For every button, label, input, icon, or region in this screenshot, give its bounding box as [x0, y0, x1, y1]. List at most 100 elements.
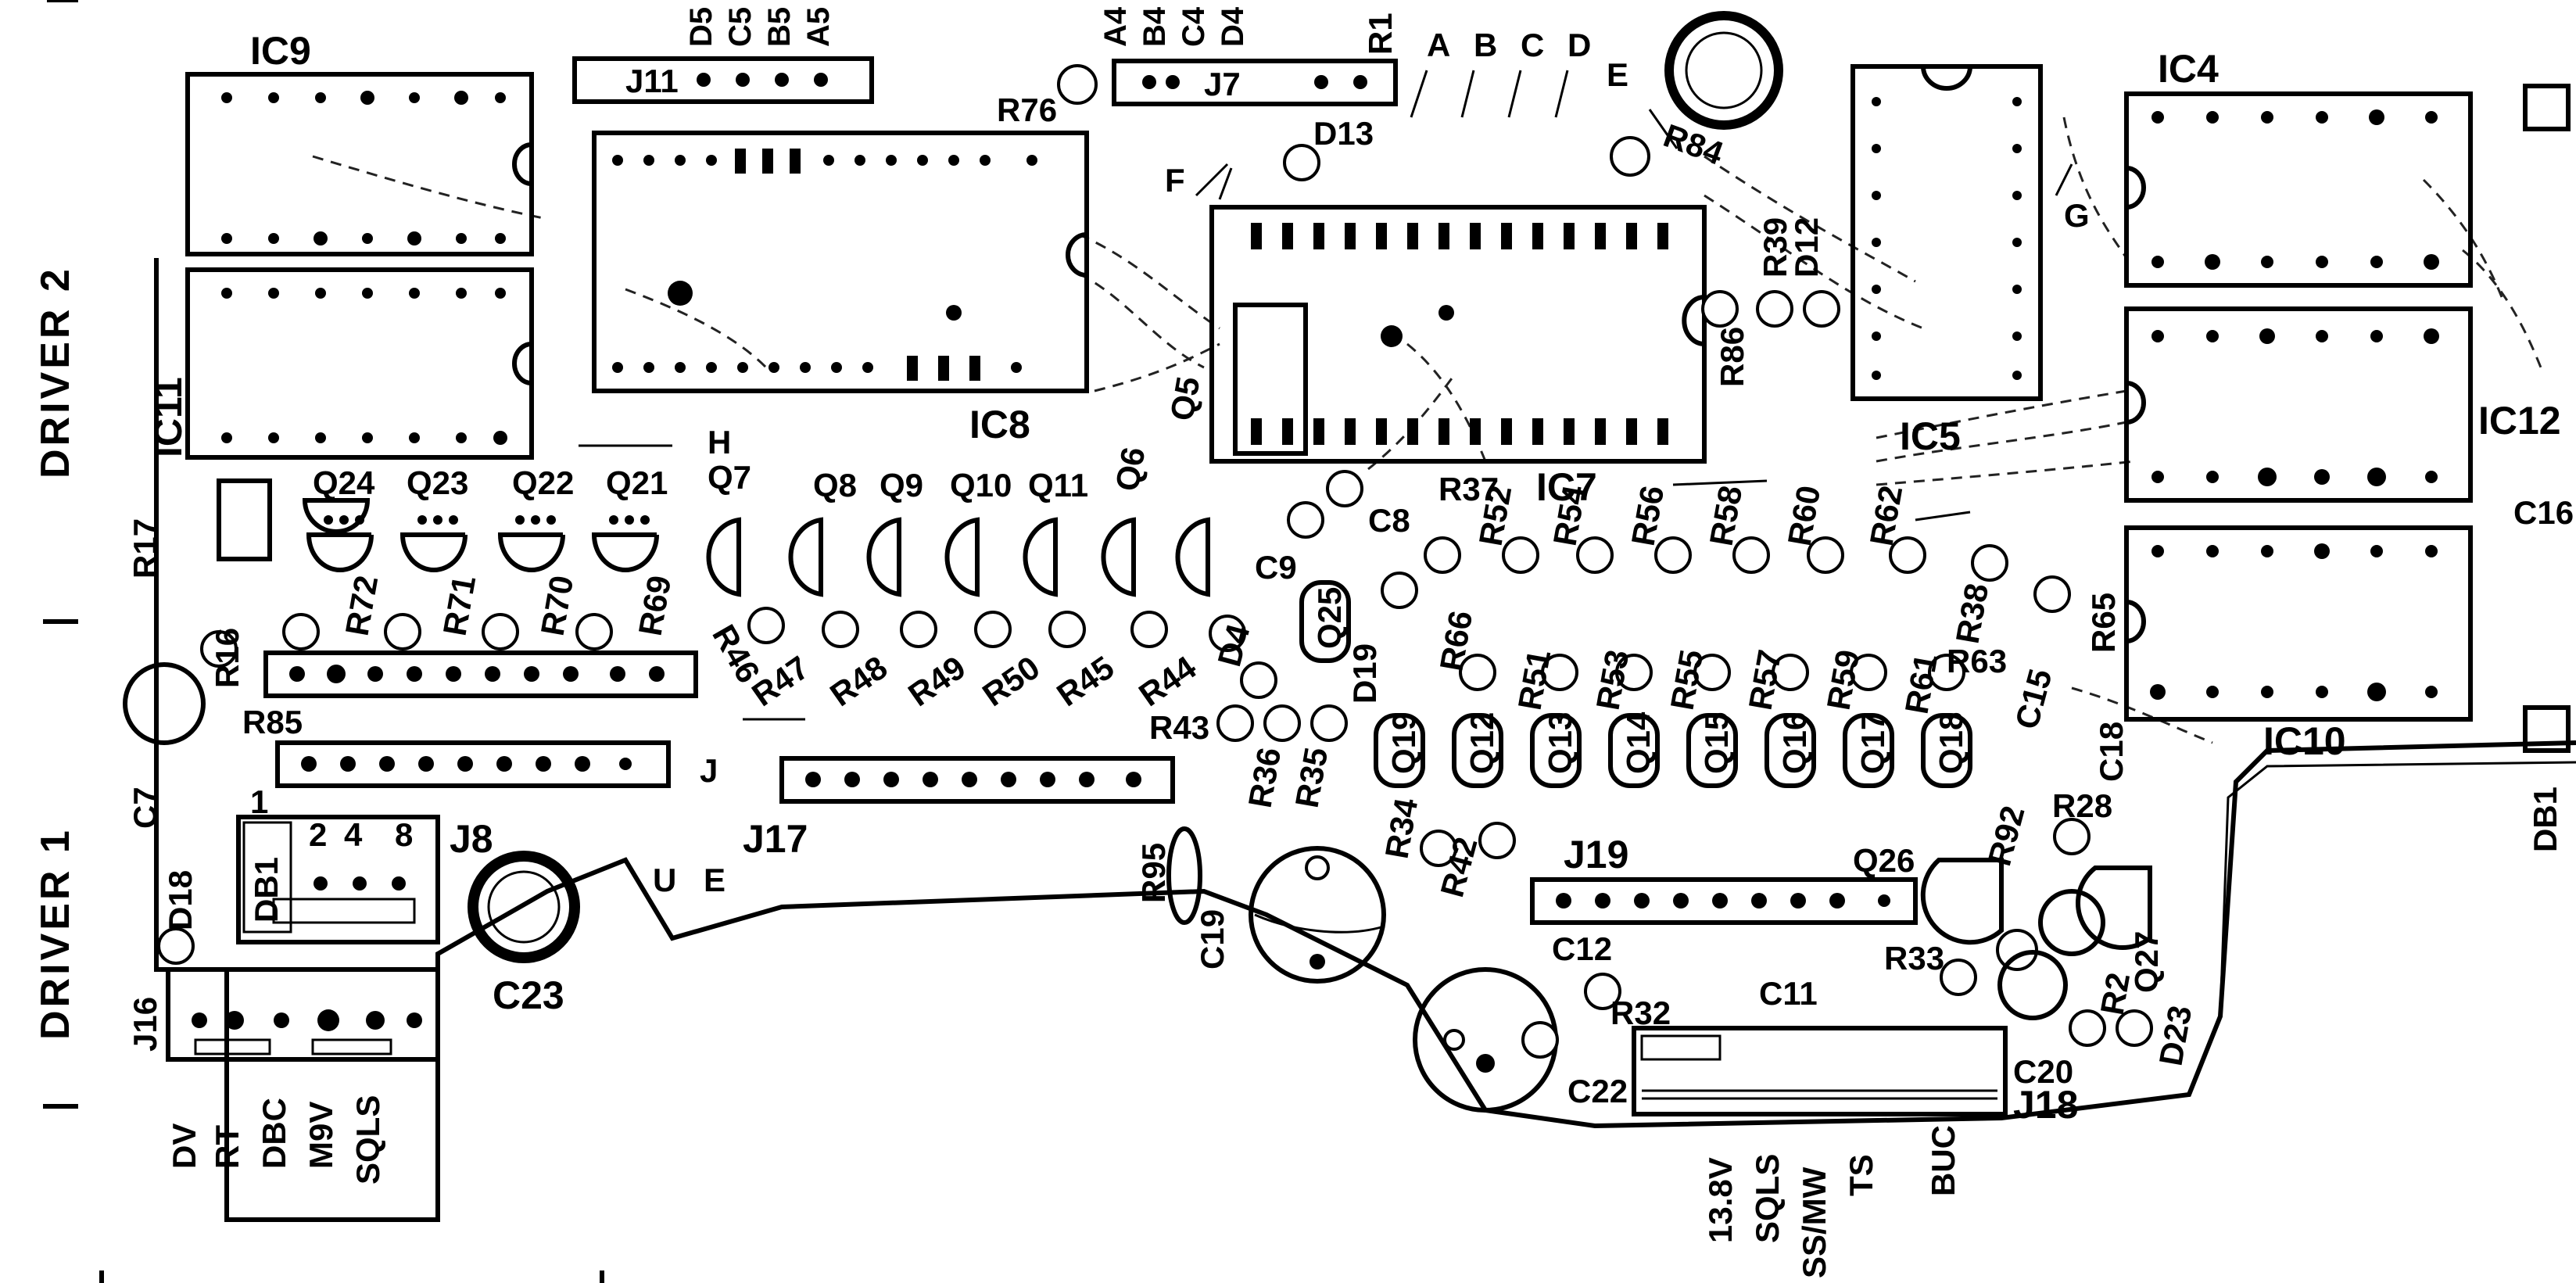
r37-label: R37 [1438, 471, 1499, 507]
r57-label: R57 [1742, 647, 1789, 713]
driver-1-label: DRIVER 1 [33, 827, 78, 1040]
r85-label: R85 [242, 704, 303, 740]
pin-label: B4 [1138, 6, 1172, 47]
r71-label: R71 [436, 573, 483, 639]
r33-label: R33 [1884, 940, 1944, 977]
transistor-q13: Q13 [1530, 712, 1582, 788]
j19-label: J19 [1564, 833, 1628, 876]
connector-upper-row [263, 650, 698, 698]
j8-pin-label: 1 [250, 783, 268, 820]
transistor-q23: Q23 [399, 464, 468, 572]
q6-label: Q6 [1109, 444, 1152, 493]
diodes: D4 D12 D13 D18 D19 D23 [162, 115, 2198, 1069]
board-outline [154, 258, 2576, 1222]
connector-j16: J16 [127, 967, 440, 1062]
transistor-q11: Q11 [1023, 467, 1088, 597]
transistor-q16: Q16 [1765, 712, 1816, 788]
pin-label-sqls: SQLS [349, 1095, 386, 1184]
q14-label: Q14 [1620, 711, 1657, 774]
connector-lower-row [275, 740, 671, 788]
c7-label: C7 [127, 787, 163, 829]
d18-label: D18 [162, 870, 199, 930]
r48-label: R48 [823, 649, 894, 714]
transistor-q18: Q18 [1921, 712, 1972, 788]
transistor-q7: Q7 [706, 459, 751, 597]
transistor-q9: Q9 [866, 467, 923, 597]
jumper-markers: A B C D E F G H J U E [579, 27, 2090, 898]
q11-label: Q11 [1028, 467, 1088, 504]
c18-label: C18 [2093, 722, 2130, 782]
ic7-chip: IC7 [1209, 205, 1707, 509]
r44-label: R44 [1132, 648, 1203, 713]
r16-label: R16 [209, 628, 245, 688]
r59-label: R59 [1820, 647, 1867, 713]
d13-label: D13 [1313, 115, 1374, 152]
connector-j8: DB1 2 4 8 1 J8 [236, 783, 493, 944]
ic4-label: IC4 [2158, 47, 2219, 91]
top-pin-labels-j11: D5 C5 B5 A5 [684, 7, 836, 47]
jumper-j: J [700, 752, 718, 789]
r63-label: R63 [1947, 643, 2007, 679]
transistor-q25: Q25 [1299, 580, 1351, 663]
ic12-label: IC12 [2478, 399, 2561, 443]
driver-2-label: DRIVER 2 [33, 266, 78, 478]
jumper-u: U [653, 862, 676, 898]
ic8-label: IC8 [969, 403, 1030, 446]
ic10-label: IC10 [2263, 719, 2346, 763]
pin-label-ss-mw: SS/MW [1796, 1167, 1833, 1278]
jumper-a: A [1427, 27, 1450, 63]
r32-label: R32 [1610, 995, 1671, 1031]
c15-label: C15 [2008, 665, 2058, 733]
bottom-left-labels: DV RT DBC M9V SQLS [166, 1095, 386, 1184]
transistor-q17: Q17 [1843, 712, 1894, 788]
ic5-label: IC5 [1900, 414, 1961, 458]
j8-pin-label: 4 [344, 816, 363, 853]
transistor-q27: Q27 [2076, 865, 2165, 993]
jumper-f: F [1165, 162, 1185, 199]
connector-j11: J11 [572, 56, 874, 104]
r28-label: R28 [2052, 787, 2112, 824]
jumper-c: C [1521, 27, 1544, 63]
connector-j17: J17 [743, 756, 1175, 861]
d19-label: D19 [1346, 643, 1383, 704]
r39-label: R39 [1757, 217, 1793, 278]
bottom-right-labels: 13.8V SQLS SS/MW TS BUC [1702, 1125, 1962, 1278]
q16-label: Q16 [1776, 712, 1813, 774]
pin-label: D5 [684, 7, 718, 47]
q9-label: Q9 [880, 467, 923, 504]
r70-label: R70 [534, 573, 581, 639]
jumper-b: B [1474, 27, 1497, 63]
r50-label: R50 [976, 649, 1046, 714]
r1-label: R1 [1362, 13, 1399, 55]
q26-label: Q26 [1853, 842, 1915, 879]
ic4-chip: IC4 [2124, 47, 2473, 288]
c11-label: C11 [1759, 975, 1818, 1012]
pin-label-sqls: SQLS [1749, 1154, 1786, 1243]
pin-label: B5 [762, 7, 797, 47]
ic12-chip: IC12 [2124, 306, 2561, 503]
pin-label: A4 [1098, 6, 1133, 47]
jumper-g: G [2064, 197, 2090, 234]
pin-label: C4 [1177, 6, 1211, 47]
q24-label: Q24 [313, 464, 375, 501]
c22-label: C22 [1567, 1073, 1628, 1109]
q7-label: Q7 [708, 459, 751, 496]
capacitors: C7 C8 C9 C11 C12 C15 C16 C18 C19 C20 C22… [123, 11, 2574, 1113]
db1-left-label: DB1 [248, 857, 285, 923]
r76-label: R76 [997, 91, 1057, 128]
j8-label: J8 [450, 817, 493, 861]
r61-label: R61 [1898, 651, 1945, 717]
transistor-q8: Q8 [788, 467, 857, 597]
transistor-q12: Q12 [1452, 712, 1503, 788]
r2-label: R2 [2094, 970, 2137, 1018]
connector-db1-right: DB1 [2523, 84, 2571, 852]
pin-label-ts: TS [1843, 1154, 1879, 1196]
transistor-lower-row: Q19 Q12 Q13 Q14 Q15 Q16 Q17 Q18 Q25 Q26 … [1299, 580, 2165, 993]
d12-label: D12 [1788, 217, 1825, 278]
q10-label: Q10 [950, 467, 1012, 504]
transistor-q22: Q22 [497, 464, 574, 572]
pin-label: A5 [801, 7, 836, 47]
j17-label: J17 [743, 817, 808, 861]
top-pin-labels-j7: A4 B4 C4 D4 [1098, 6, 1250, 47]
